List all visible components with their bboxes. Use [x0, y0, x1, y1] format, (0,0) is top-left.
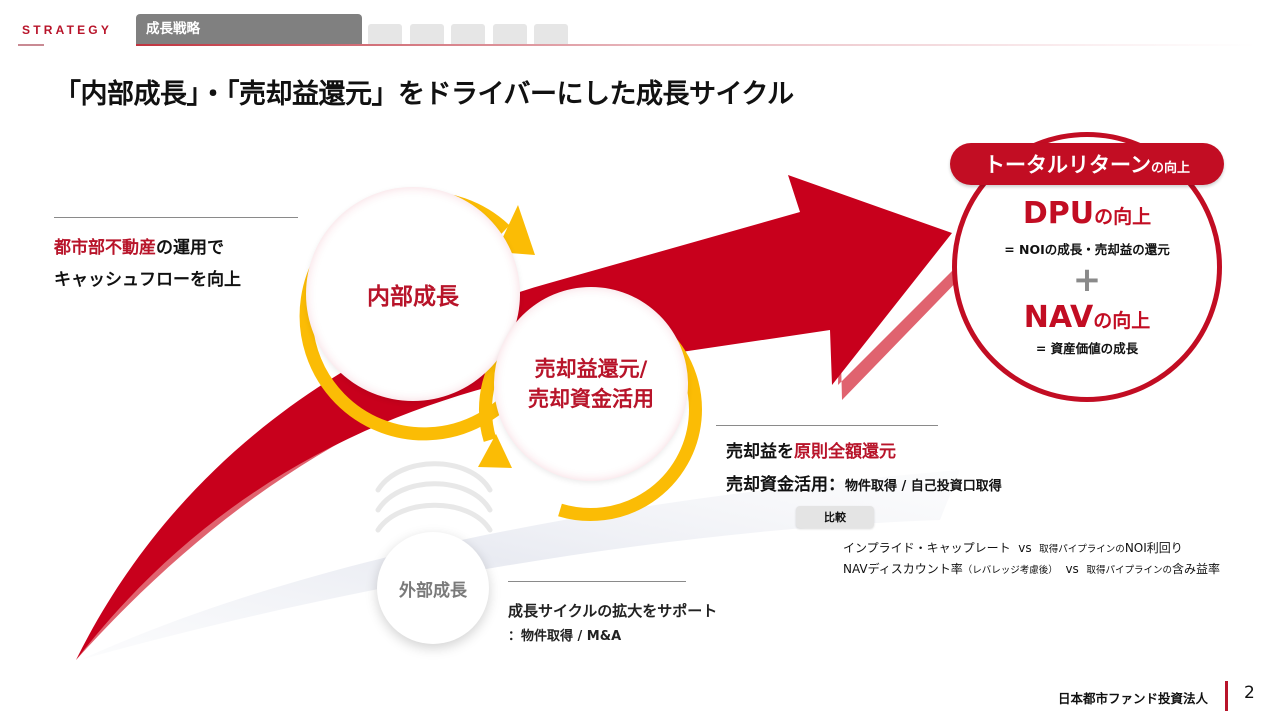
total-return-label: トータルリターン: [984, 153, 1151, 177]
external-growth-trail: [80, 470, 960, 660]
nav-suffix: の向上: [1093, 310, 1151, 332]
tab-placeholder-2[interactable]: [410, 24, 444, 45]
sale-policy-prefix: 売却益を: [726, 442, 794, 462]
compare-row-1-vs: vs: [1018, 541, 1032, 555]
page-number: 2: [1244, 683, 1255, 703]
section-label: STRATEGY: [22, 23, 113, 37]
external-growth-label: 外部成長: [399, 580, 467, 601]
external-divider: [508, 581, 686, 582]
external-line1: 成長サイクルの拡大をサポート: [508, 602, 718, 620]
signal-wave-icon: [375, 461, 493, 533]
tab-placeholder-4[interactable]: [493, 24, 527, 45]
tab-placeholder-1[interactable]: [368, 24, 402, 45]
compare-row-1-left: インプライド・キャップレート: [843, 541, 1011, 555]
external-line2: ：物件取得 / M&A: [508, 629, 622, 644]
sale-return-label-line1: 売却益還元/: [534, 357, 648, 381]
sale-funds-detail: 物件取得 / 自己投資口取得: [845, 479, 1002, 494]
sale-policy-divider: [716, 425, 938, 426]
left-note-divider: [54, 217, 298, 218]
left-note-line1: の運用で: [156, 238, 224, 258]
tab-placeholder-3[interactable]: [451, 24, 485, 45]
compare-row-1-right: NOI利回り: [1124, 541, 1183, 555]
compare-row-1-right-prefix: 取得パイプラインの: [1039, 544, 1125, 555]
compare-row-1: インプライド・キャップレート vs 取得パイプラインのNOI利回り: [843, 539, 1183, 556]
tab-growth-strategy[interactable]: 成長戦略: [136, 14, 362, 45]
footer-divider: [1225, 681, 1228, 711]
sale-funds-label: 売却資金活用：: [726, 475, 845, 495]
header-divider: [136, 44, 1256, 46]
internal-growth-circle: 内部成長: [306, 187, 520, 401]
total-return-suffix: の向上: [1150, 161, 1190, 176]
compare-row-2-left: NAVディスカウント率: [843, 562, 963, 576]
plus-icon: +: [1072, 260, 1102, 300]
external-description: 成長サイクルの拡大をサポート ：物件取得 / M&A: [508, 598, 717, 650]
compare-row-2-left-note: （レバレッジ考慮後）: [962, 565, 1058, 576]
page-title: 「内部成長」・「売却益還元」をドライバーにした成長サイクル: [54, 79, 794, 110]
footer-organization: 日本都市ファンド投資法人: [1058, 691, 1209, 706]
dpu-block: DPUの向上: [952, 196, 1222, 231]
compare-row-2-right-prefix: 取得パイプラインの: [1086, 565, 1172, 576]
nav-block: NAVの向上: [952, 300, 1222, 335]
compare-row-2: NAVディスカウント率（レバレッジ考慮後） vs 取得パイプラインの含み益率: [843, 560, 1220, 577]
sale-return-circle: 売却益還元/ 売却資金活用: [494, 287, 688, 481]
compare-badge: 比較: [796, 506, 874, 528]
dpu-suffix: の向上: [1094, 206, 1152, 228]
compare-row-2-vs: vs: [1065, 562, 1079, 576]
total-return-pill: トータルリターンの向上: [950, 143, 1224, 185]
external-growth-circle: 外部成長: [377, 532, 489, 644]
sale-return-label-line2: 売却資金活用: [528, 387, 654, 411]
compare-row-2-right: 含み益率: [1171, 562, 1220, 576]
left-note-line2: キャッシュフローを向上: [54, 270, 241, 290]
left-note-highlight: 都市部不動産: [54, 238, 156, 258]
dpu-description: = NOIの成長・売却益の還元: [1004, 242, 1170, 257]
tab-placeholder-5[interactable]: [534, 24, 568, 45]
section-underline: [18, 44, 44, 46]
red-growth-arrow: [76, 175, 952, 660]
internal-growth-label: 内部成長: [367, 284, 459, 310]
sale-policy-line1: 売却益を原則全額還元: [726, 437, 896, 462]
nav-heading: NAV: [1023, 300, 1094, 335]
left-note: 都市部不動産の運用で キャッシュフローを向上: [54, 232, 241, 296]
nav-description: = 資産価値の成長: [1035, 341, 1139, 356]
sale-policy-highlight: 原則全額還元: [794, 442, 896, 462]
dpu-heading: DPU: [1022, 196, 1095, 231]
cycle-arrowhead-icon: [478, 434, 512, 468]
sale-policy-line2: 売却資金活用：物件取得 / 自己投資口取得: [726, 470, 1002, 495]
